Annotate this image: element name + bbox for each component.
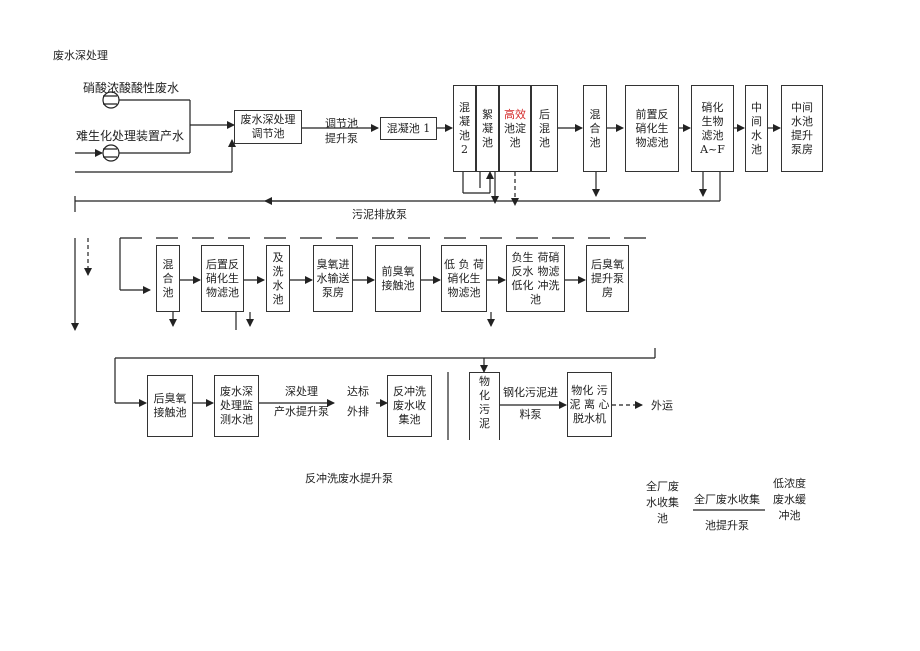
collection-tank-lift-pump-label: 全厂废水收集 池提升泵 bbox=[694, 493, 760, 532]
post-denitrification-biofilter: 后置反 硝化生 物滤池 bbox=[201, 245, 244, 312]
pre-ozone-contact-tank: 前臭氧 接触池 bbox=[375, 245, 421, 312]
plant-wastewater-collection-tank-label: 全厂废 水收集 池 bbox=[646, 480, 679, 525]
page-title: 废水深处理 bbox=[53, 49, 108, 62]
ozone-feed-pump-house: 臭氧进 水输送 泵房 bbox=[313, 245, 353, 312]
backwash-label-col1: 负生 反水 低化 bbox=[511, 250, 534, 292]
backwash-label-col2: 荷硝 物滤 冲洗 bbox=[537, 250, 560, 292]
low-load-nitrification-biofilter: 低 负 荷 硝化生 物滤池 bbox=[441, 245, 487, 312]
discharge-label: 达标 外排 bbox=[347, 385, 369, 418]
deep-treatment-monitoring-tank: 废水深 处理监 测水池 bbox=[214, 375, 259, 437]
low-concentration-buffer-tank-label: 低浓度 废水缓 冲池 bbox=[773, 477, 806, 522]
inlet-pipe-icon bbox=[102, 144, 120, 162]
off-site-transport-label: 外运 bbox=[651, 399, 673, 412]
high-efficiency-sedimentation-tank: 高效 池淀 池 bbox=[499, 85, 531, 172]
backwash-wastewater-collection-tank: 反冲洗 废水收 集池 bbox=[387, 375, 432, 437]
post-ozone-contact-tank: 后臭氧 接触池 bbox=[147, 375, 193, 437]
intermediate-tank-lift-pump-house: 中间 水池 提升 泵房 bbox=[781, 85, 823, 172]
post-mixing-tank: 后 混 池 bbox=[531, 85, 558, 172]
sludge-discharge-pump-label: 污泥排放泵 bbox=[352, 208, 407, 221]
physicochemical-sludge-tank: 物 化 污 泥 bbox=[469, 372, 500, 440]
nitrification-biofilter-a-f: 硝化 生物 滤池 A~F bbox=[691, 85, 734, 172]
deep-treatment-equalization-tank: 废水深处理 调节池 bbox=[234, 110, 302, 144]
equalization-lift-pump-label: 调节池 提升泵 bbox=[325, 117, 358, 145]
backwash-label-tail: 池 bbox=[530, 292, 541, 306]
biofilter-backwash-tank: 负生 反水 低化 荷硝 物滤 冲洗 池 bbox=[506, 245, 565, 312]
flocculation-tank: 絮 凝 池 bbox=[476, 85, 499, 172]
mixing-tank-2: 混 合 池 bbox=[156, 245, 180, 312]
product-water-lift-pump-label: 深处理 产水提升泵 bbox=[274, 385, 329, 418]
pre-denitrification-biofilter: 前置反 硝化生 物滤池 bbox=[625, 85, 679, 172]
high-efficiency-label: 高效 bbox=[504, 107, 526, 121]
coagulation-tank-1: 混凝池 1 bbox=[380, 117, 437, 140]
intermediate-water-tank: 中 间 水 池 bbox=[745, 85, 768, 172]
wash-water-tank: 及 洗 水 池 bbox=[266, 245, 290, 312]
post-ozone-lift-pump-house: 后臭氧 提升泵 房 bbox=[586, 245, 629, 312]
sludge-feed-pump-label: 钢化污泥进 料泵 bbox=[503, 386, 558, 421]
backwash-lift-pump-label: 反冲洗废水提升泵 bbox=[305, 472, 393, 485]
input-label-nitric-acid-wastewater: 硝酸浓酸酸性废水 bbox=[83, 81, 180, 95]
input-label-hard-biodegradable-water: 难生化处理装置产水 bbox=[76, 129, 185, 143]
mixing-tank: 混 合 池 bbox=[583, 85, 607, 172]
sedimentation-tank-label: 池淀 池 bbox=[504, 121, 526, 149]
coagulation-tank-2: 混 凝 池 2 bbox=[453, 85, 476, 172]
sludge-centrifugal-dewatering-machine: 物化 污 泥 离 心 脱水机 bbox=[567, 372, 612, 437]
